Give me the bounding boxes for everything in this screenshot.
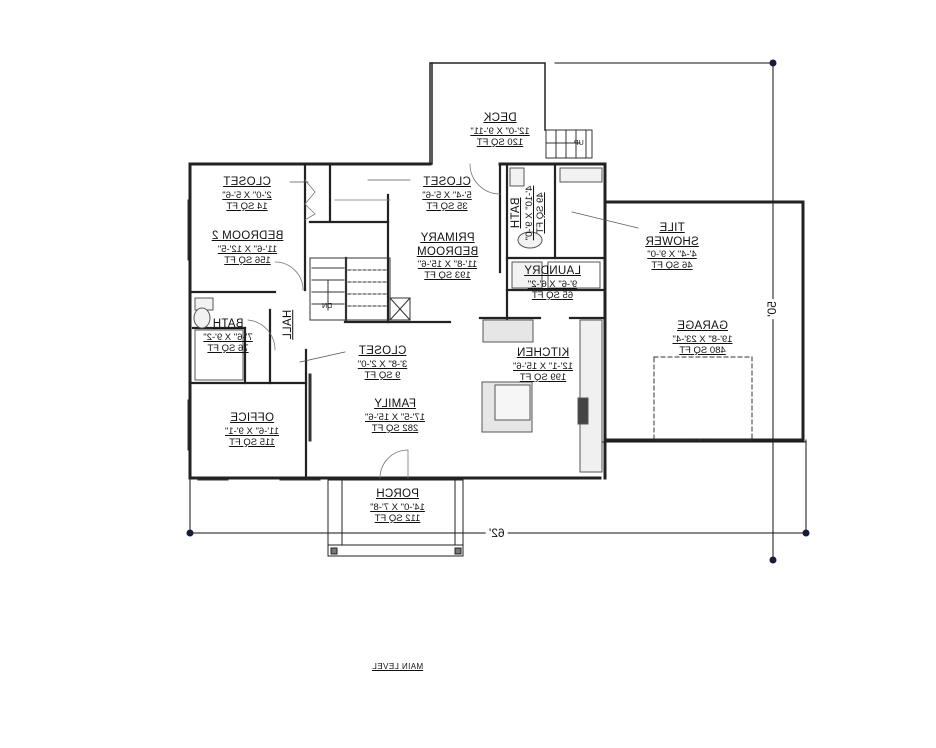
room-area: 156 SQ FT bbox=[224, 254, 271, 266]
room-label-hall: HALL bbox=[282, 308, 296, 342]
room-area: 120 SQ FT bbox=[476, 136, 524, 148]
overall-width-dimension: 62' bbox=[486, 526, 508, 540]
room-name: CLOSET bbox=[423, 176, 471, 188]
room-name-line2: BEDROOM bbox=[416, 245, 479, 258]
dimension-endpoints bbox=[186, 59, 810, 564]
garage-walls bbox=[603, 200, 805, 442]
room-area: 9 SQ FT bbox=[364, 369, 401, 381]
room-label-tile-shower: TILE SHOWER 4'-4" X 9'-0" 46 SQ FT bbox=[632, 222, 712, 272]
room-label-family: FAMILY 17'-5" X 15'-6" 282 SQ FT bbox=[355, 398, 435, 434]
room-dimensions: 7'-6" X 9'-2" bbox=[203, 331, 253, 343]
interior-stairs bbox=[309, 256, 411, 322]
room-label-porch: PORCH 14'-0" X 7'-8" 112 SQ FT bbox=[360, 488, 435, 524]
room-name: KITCHEN bbox=[516, 347, 570, 359]
room-dimensions: 4'-10" X 9'-0" bbox=[523, 185, 535, 241]
room-label-closet-hall: CLOSET 3'-8" X 2'-0" 9 SQ FT bbox=[350, 345, 415, 381]
room-name: FAMILY bbox=[374, 398, 416, 410]
exterior-walls bbox=[188, 162, 607, 480]
room-dimensions: 2'-0" X 5'-6" bbox=[222, 189, 272, 201]
room-label-bedroom2: BEDROOM 2 11'-6" X 12'-5" 156 SQ FT bbox=[200, 230, 295, 266]
leader-lines bbox=[289, 179, 639, 363]
room-label-office: OFFICE 11'-6" X 9'-1" 115 SQ FT bbox=[212, 412, 292, 448]
room-label-primary-bath: BATH 4'-10" X 9'-0" 49 SQ FT bbox=[510, 173, 546, 253]
room-dimensions: 17'-5" X 15'-6" bbox=[365, 411, 426, 423]
room-area: 115 SQ FT bbox=[229, 436, 275, 448]
room-label-bath: BATH 7'-6" X 9'-2" 76 SQ FT bbox=[198, 318, 258, 354]
fixtures bbox=[193, 167, 603, 473]
stair-up-label: UP bbox=[574, 140, 584, 147]
room-name: LAUNDRY bbox=[524, 265, 581, 277]
room-dimensions: 14'-0" X 7'-8" bbox=[370, 501, 425, 513]
interior-walls bbox=[188, 162, 607, 480]
room-label-closet-bedroom2: CLOSET 2'-0" X 5'-6" 14 SQ FT bbox=[212, 176, 282, 212]
room-name: HALL bbox=[282, 309, 295, 340]
room-name: BATH bbox=[510, 197, 523, 229]
room-dimensions: 11'-8" X 15'-6" bbox=[417, 259, 478, 271]
room-label-closet-primary: CLOSET 5'-4" X 5'-6" 35 SQ FT bbox=[412, 176, 482, 212]
deck-stairs bbox=[545, 129, 593, 159]
room-label-kitchen: KITCHEN 12'-1" X 15'-6" 199 SQ FT bbox=[508, 347, 578, 383]
room-dimensions: 19'-8" X 23'-4" bbox=[672, 333, 733, 345]
room-name: GARAGE bbox=[677, 320, 729, 332]
overall-depth-dimension: 50' bbox=[764, 299, 779, 319]
room-area: 282 SQ FT bbox=[371, 422, 419, 434]
room-area: 112 SQ FT bbox=[374, 512, 421, 524]
drawing-title: MAIN LEVEL bbox=[372, 662, 424, 671]
room-dimensions: 12'-0" X 9'-11" bbox=[470, 125, 530, 137]
room-dimensions: 4'-4" X 9'-0" bbox=[647, 249, 697, 261]
room-name: CLOSET bbox=[358, 345, 407, 357]
windows bbox=[187, 199, 321, 481]
room-label-deck: DECK 12'-0" X 9'-11" 120 SQ FT bbox=[455, 112, 545, 148]
room-label-primary-bedroom: PRIMARY BEDROOM 11'-8" X 15'-6" 193 SQ F… bbox=[405, 232, 490, 282]
door-swings bbox=[247, 163, 501, 479]
room-dimensions: 11'-6" X 9'-1" bbox=[224, 425, 280, 437]
room-area: 193 SQ FT bbox=[424, 270, 471, 282]
room-dimensions: 3'-8" X 2'-0" bbox=[357, 358, 408, 370]
room-area: 65 SQ FT bbox=[531, 289, 574, 301]
room-dimensions: 11'-6" X 12'-5" bbox=[217, 243, 278, 255]
room-name: BATH bbox=[212, 318, 244, 330]
room-area: 76 SQ FT bbox=[207, 342, 249, 354]
room-area: 35 SQ FT bbox=[426, 200, 468, 212]
room-area: 46 SQ FT bbox=[651, 260, 693, 272]
porch-outline bbox=[327, 479, 464, 557]
room-dimensions: 9'-6" X 6'-2" bbox=[527, 278, 578, 290]
room-name: CLOSET bbox=[223, 176, 271, 188]
stair-down-label: DN bbox=[322, 303, 333, 310]
garage-door bbox=[653, 356, 753, 441]
room-name: BEDROOM 2 bbox=[211, 230, 284, 242]
room-name: DECK bbox=[483, 112, 517, 124]
room-area: 14 SQ FT bbox=[226, 200, 268, 212]
room-name: TILE SHOWER bbox=[645, 222, 699, 248]
room-dimensions: 5'-4" X 5'-6" bbox=[422, 189, 472, 201]
room-name: PORCH bbox=[375, 488, 420, 500]
room-area: 480 SQ FT bbox=[679, 344, 726, 356]
room-label-garage: GARAGE 19'-8" X 23'-4" 480 SQ FT bbox=[660, 320, 745, 356]
room-label-laundry: LAUNDRY 9'-6" X 6'-2" 65 SQ FT bbox=[515, 265, 590, 301]
room-dimensions: 12'-1" X 15'-6" bbox=[513, 360, 574, 372]
room-area: 49 SQ FT bbox=[534, 192, 546, 234]
deck-outline bbox=[429, 62, 546, 165]
room-name: OFFICE bbox=[230, 412, 274, 424]
room-name-line1: PRIMARY bbox=[420, 232, 475, 244]
room-area: 199 SQ FT bbox=[519, 371, 567, 383]
